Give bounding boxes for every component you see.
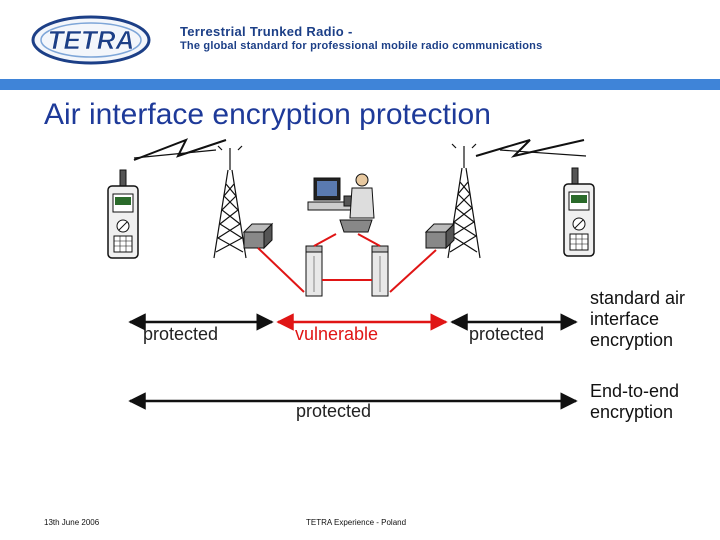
note-air-interface: standard air interface encryption bbox=[590, 288, 686, 350]
right-switch-icon bbox=[371, 245, 389, 297]
header: TETRA Terrestrial Trunked Radio - The gl… bbox=[0, 0, 720, 80]
page-title: Air interface encryption protection bbox=[44, 98, 491, 131]
dispatcher-icon bbox=[307, 173, 375, 233]
left-radio-link bbox=[133, 138, 227, 161]
svg-text:TETRA: TETRA bbox=[48, 25, 135, 55]
footer-date: 13th June 2006 bbox=[44, 518, 100, 527]
label-vulnerable: vulnerable bbox=[295, 324, 379, 344]
header-bar bbox=[0, 79, 720, 90]
left-base-station-icon bbox=[242, 222, 274, 250]
footer-event: TETRA Experience - Poland bbox=[306, 518, 407, 527]
label-protected-left: protected bbox=[143, 324, 219, 344]
tetra-logo: TETRA bbox=[31, 15, 151, 65]
left-tower-icon bbox=[213, 145, 247, 259]
right-base-station-icon bbox=[424, 222, 456, 250]
network-diagram bbox=[107, 138, 595, 410]
header-title: Terrestrial Trunked Radio - bbox=[180, 24, 353, 39]
header-subtitle: The global standard for professional mob… bbox=[180, 40, 543, 52]
label-protected-e2e: protected bbox=[296, 401, 372, 421]
left-switch-icon bbox=[305, 245, 323, 297]
left-handset-icon bbox=[107, 149, 217, 259]
right-handset-icon bbox=[499, 149, 595, 257]
right-radio-link bbox=[475, 139, 585, 158]
label-protected-right: protected bbox=[469, 324, 545, 344]
note-end-to-end: End-to-end encryption bbox=[590, 381, 680, 422]
right-tower-icon bbox=[447, 143, 481, 259]
fixed-network-links bbox=[257, 233, 437, 293]
